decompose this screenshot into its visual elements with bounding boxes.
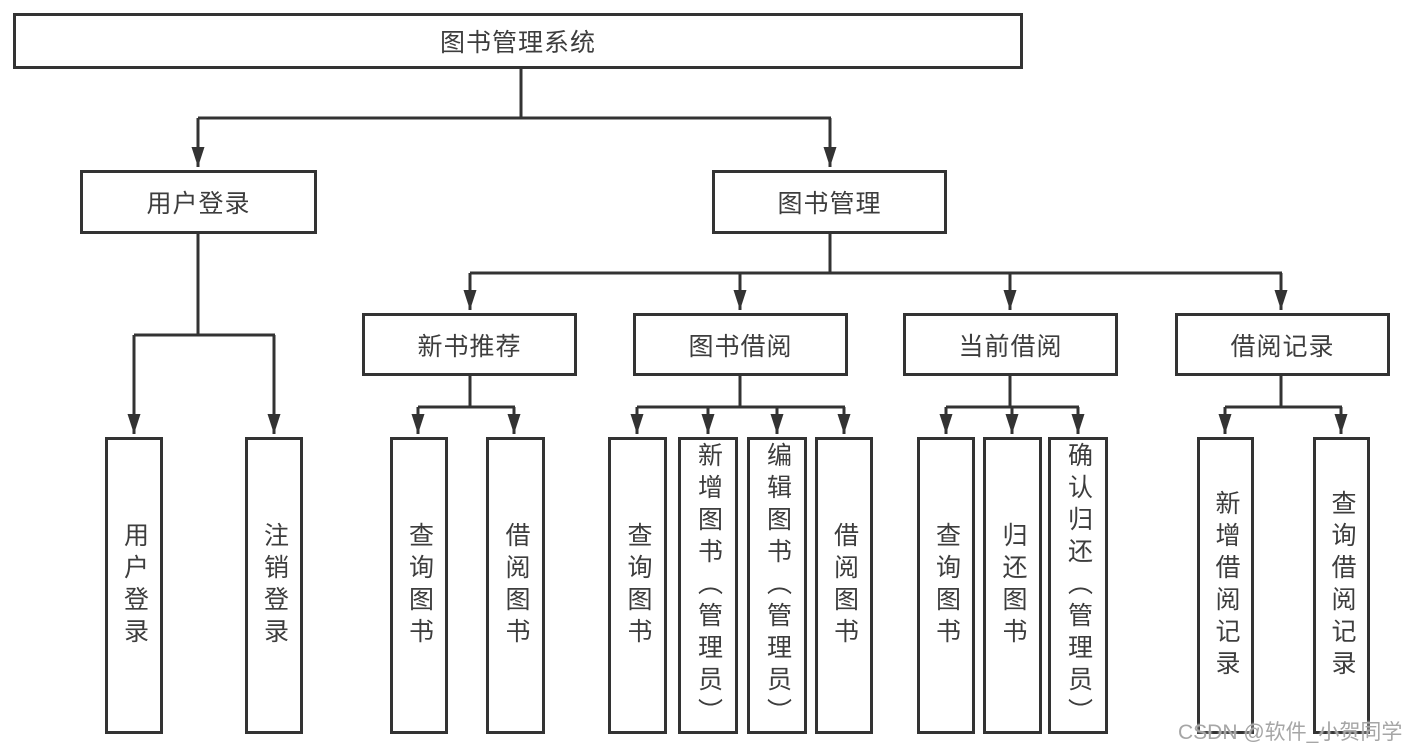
leaf-borrowing-borrow-books: 借阅图书: [815, 437, 873, 734]
leaf-return-books-label: 归还图书: [999, 521, 1027, 650]
csdn-watermark: CSDN @软件_小贺同学: [1178, 721, 1403, 744]
leaf-edit-books-admin-label: 编辑图书（管理员）: [763, 441, 792, 730]
leaf-confirm-return-admin: 确认归还（管理员）: [1048, 437, 1108, 734]
leaf-recommend-borrow-books-label: 借阅图书: [502, 521, 530, 650]
leaf-recommend-query-books-label: 查询图书: [405, 521, 434, 650]
leaf-current-query-books: 查询图书: [917, 437, 975, 734]
connector-arrow-stems: [127, 118, 1348, 434]
node-library-management-system: 图书管理系统: [13, 13, 1023, 69]
node-new-book-recommendation: 新书推荐: [362, 313, 577, 376]
leaf-query-borrow-record-label: 查询借阅记录: [1328, 489, 1356, 682]
leaf-borrowing-query-books: 查询图书: [608, 437, 667, 734]
leaf-recommend-query-books: 查询图书: [390, 437, 448, 734]
leaf-add-borrow-record-label: 新增借阅记录: [1212, 489, 1240, 682]
leaf-logout-label: 注销登录: [260, 521, 289, 650]
leaf-return-books: 归还图书: [983, 437, 1042, 734]
leaf-confirm-return-admin-label: 确认归还（管理员）: [1064, 441, 1093, 730]
leaf-edit-books-admin: 编辑图书（管理员）: [747, 437, 807, 734]
leaf-query-borrow-record: 查询借阅记录: [1313, 437, 1370, 734]
leaf-user-login-label: 用户登录: [120, 521, 149, 650]
leaf-add-borrow-record: 新增借阅记录: [1197, 437, 1254, 734]
leaf-add-books-admin-label: 新增图书（管理员）: [694, 441, 723, 730]
node-borrowing-records: 借阅记录: [1175, 313, 1390, 376]
node-user-login-module: 用户登录: [80, 170, 317, 234]
leaf-user-login: 用户登录: [105, 437, 163, 734]
node-book-management-module: 图书管理: [712, 170, 947, 234]
node-book-borrowing: 图书借阅: [633, 313, 848, 376]
leaf-logout: 注销登录: [245, 437, 303, 734]
node-current-borrowing: 当前借阅: [903, 313, 1118, 376]
leaf-current-query-books-label: 查询图书: [932, 521, 961, 650]
leaf-borrowing-borrow-books-label: 借阅图书: [830, 521, 859, 650]
leaf-add-books-admin: 新增图书（管理员）: [678, 437, 738, 734]
leaf-borrowing-query-books-label: 查询图书: [624, 521, 652, 650]
leaf-recommend-borrow-books: 借阅图书: [486, 437, 545, 734]
connector-trunk-lines: [134, 67, 1342, 409]
